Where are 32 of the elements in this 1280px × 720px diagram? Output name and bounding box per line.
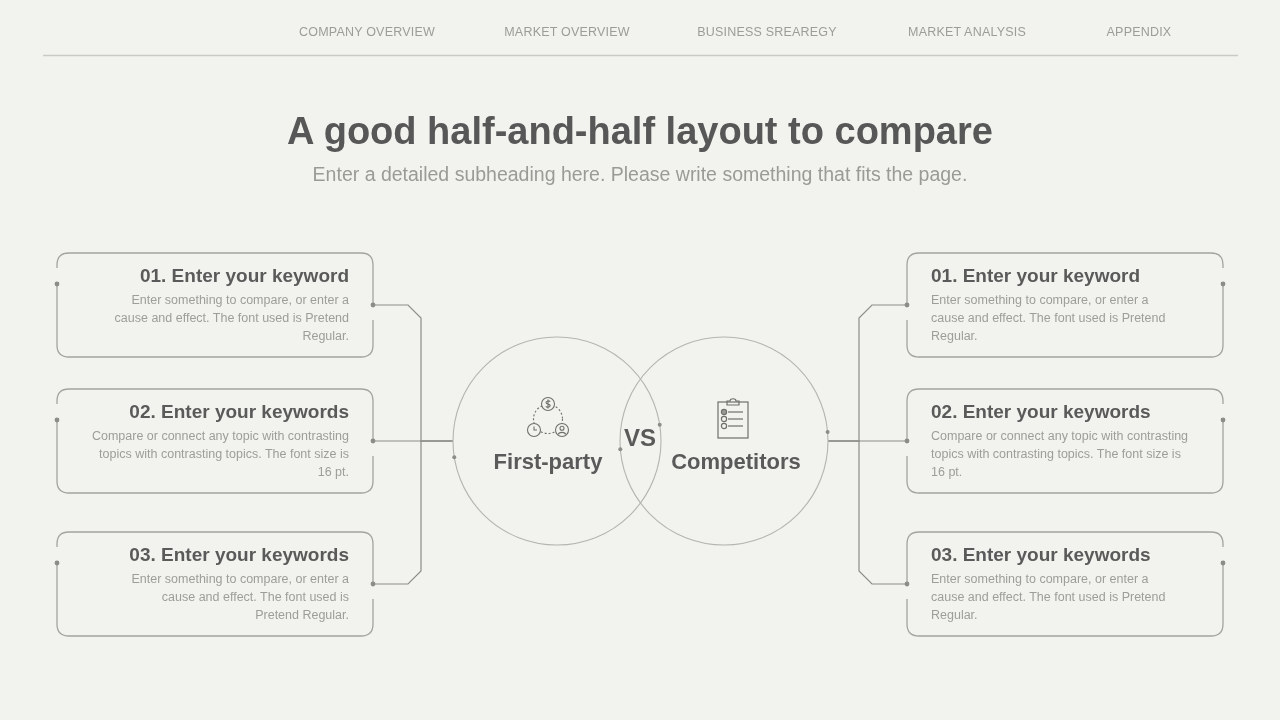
card-heading: 02. Enter your keywords: [931, 401, 1151, 423]
slide-subtitle: Enter a detailed subheading here. Please write something that fits the page.: [312, 163, 968, 186]
nav-item: MARKET OVERVIEW: [504, 25, 630, 39]
card-description: Enter something to compare, or enter a cause and effect. The font used is Pretend Regular.: [130, 571, 349, 624]
nav-item: COMPANY OVERVIEW: [299, 25, 435, 39]
connector-line: [827, 440, 908, 585]
vs-label: VS: [624, 424, 656, 452]
card-description: Compare or connect any topic with contrasting topics with contrasting topics. The font size is 16 pt.: [931, 428, 1190, 481]
keyword-card: [54, 386, 376, 496]
comparison-circle: [450, 334, 664, 548]
card-heading: 01. Enter your keyword: [139, 265, 349, 287]
connector-line: [372, 440, 454, 585]
card-description: Enter something to compare, or enter a cause and effect. The font used is Pretend Regular.: [931, 571, 1167, 624]
keyword-card: [904, 386, 1226, 496]
card-heading: 03. Enter your keywords: [931, 544, 1151, 566]
nav-item: BUSINESS SREAREGY: [697, 25, 837, 39]
card-heading: 03. Enter your keywords: [129, 544, 349, 566]
keyword-card: [904, 529, 1226, 639]
card-description: Enter something to compare, or enter a cause and effect. The font used is Pretend Regular.: [931, 292, 1167, 345]
keyword-card: [54, 250, 376, 360]
card-heading: 01. Enter your keyword: [931, 265, 1141, 287]
nav-item: MARKET ANALYSIS: [908, 25, 1026, 39]
keyword-card: [54, 529, 376, 639]
card-description: Enter something to compare, or enter a cause and effect. The font used is Pretend Regular.: [113, 292, 349, 345]
slide-title: A good half-and-half layout to compare: [287, 110, 993, 153]
card-description: Compare or connect any topic with contrasting topics with contrasting topics. The font size is 16 pt.: [90, 428, 349, 481]
circle-label: Competitors: [671, 449, 801, 475]
comparison-circle: [617, 334, 831, 548]
keyword-card: [904, 250, 1226, 360]
card-heading: 02. Enter your keywords: [129, 401, 349, 423]
nav-item: APPENDIX: [1106, 25, 1172, 39]
circle-label: First-party: [493, 449, 603, 475]
